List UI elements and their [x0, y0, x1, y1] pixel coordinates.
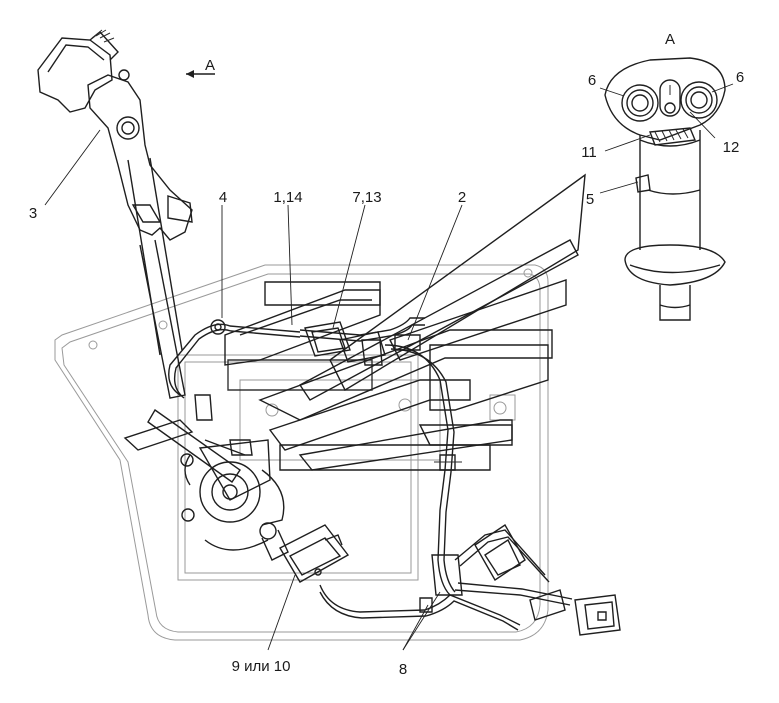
callout-9-10: 9 или 10 [232, 658, 291, 675]
callout-7-13: 7,13 [352, 189, 381, 206]
callout-2: 2 [458, 189, 466, 206]
leader-lines [44, 83, 734, 651]
view-label: A [665, 31, 675, 48]
section-arrow-label: A [205, 57, 215, 74]
connectors [304, 321, 621, 636]
callout-12: 12 [723, 139, 740, 156]
callout-11: 11 [581, 144, 597, 161]
pivot-mechanism [123, 408, 285, 551]
section-arrow [186, 70, 215, 78]
callout-5: 5 [586, 191, 594, 208]
cable-harness [168, 317, 573, 631]
detail-view-a [604, 57, 726, 321]
callout-4: 4 [219, 189, 227, 206]
callout-labels: A A 3 4 1,14 7,13 2 6 6 11 12 5 9 или 10… [29, 31, 744, 678]
limit-switch [259, 522, 350, 583]
callout-3: 3 [29, 205, 37, 222]
joystick-lever [37, 29, 213, 421]
callout-6-right: 6 [736, 69, 744, 86]
callout-1-14: 1,14 [273, 189, 302, 206]
callout-8: 8 [399, 661, 407, 678]
panel-outline [54, 264, 549, 641]
callout-6-left: 6 [588, 72, 596, 89]
